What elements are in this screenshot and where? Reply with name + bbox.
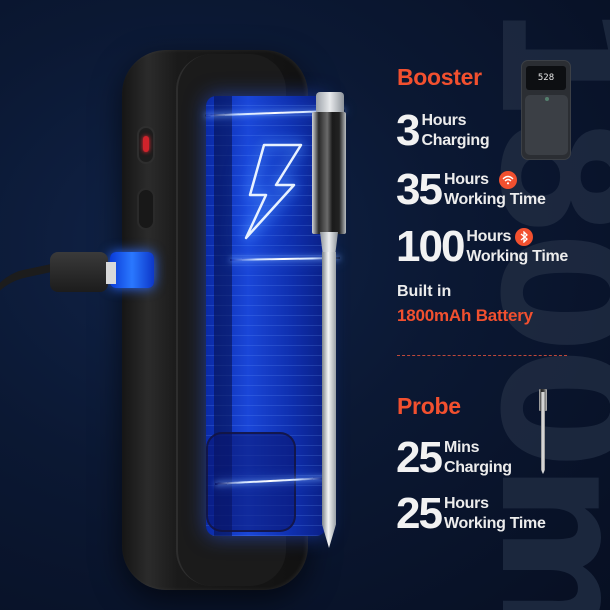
wifi-icon xyxy=(498,171,517,189)
stat-unit: Mins xyxy=(443,439,480,456)
status-led-button xyxy=(137,126,155,164)
stat-value: 25 xyxy=(396,489,443,538)
battery-capacity: 1800mAh Battery xyxy=(397,306,533,325)
probe-handle xyxy=(312,112,346,234)
stat-label: Charging xyxy=(421,132,490,149)
section-divider xyxy=(397,355,567,356)
booster-stat-wifi-working-time: 35 Hours Working Time xyxy=(396,168,546,212)
booster-stat-charging: 3 Hours Charging xyxy=(396,106,490,155)
lightning-bolt-icon xyxy=(244,143,303,240)
stat-label: Working Time xyxy=(443,515,546,532)
probe-stat-working-time: 25 Hours Working Time xyxy=(396,492,546,536)
probe-shaft xyxy=(322,252,336,548)
probe-title: Probe xyxy=(397,393,461,419)
stat-value: 100 xyxy=(396,222,465,271)
built-in-label: Built in xyxy=(397,283,452,300)
probe-stat-charging: 25 Mins Charging xyxy=(396,436,512,480)
stat-value: 25 xyxy=(396,433,443,482)
booster-wireless-pad xyxy=(525,95,568,155)
stat-unit: Hours xyxy=(466,228,512,245)
power-button xyxy=(137,188,155,230)
probe-cap xyxy=(316,92,344,114)
bluetooth-icon xyxy=(515,228,534,246)
booster-title: Booster xyxy=(397,64,482,90)
usb-c-port-glow xyxy=(110,252,154,288)
stat-unit: Hours xyxy=(443,495,489,512)
usb-c-connector xyxy=(106,262,116,284)
stat-value: 35 xyxy=(396,165,443,214)
booster-thumbnail: 528 xyxy=(521,60,571,160)
stat-label: Charging xyxy=(443,459,512,476)
probe-neck xyxy=(320,232,338,254)
booster-lcd: 528 xyxy=(526,66,566,90)
booster-stat-bluetooth-working-time: 100 Hours Working Time xyxy=(396,225,568,269)
stat-value: 3 xyxy=(396,106,421,155)
stat-label: Working Time xyxy=(443,191,546,208)
usb-c-plug xyxy=(50,252,108,292)
stat-unit: Hours xyxy=(421,112,467,129)
probe-thumbnail xyxy=(541,392,545,474)
stat-unit: Hours xyxy=(443,171,489,188)
stat-label: Working Time xyxy=(466,248,569,265)
